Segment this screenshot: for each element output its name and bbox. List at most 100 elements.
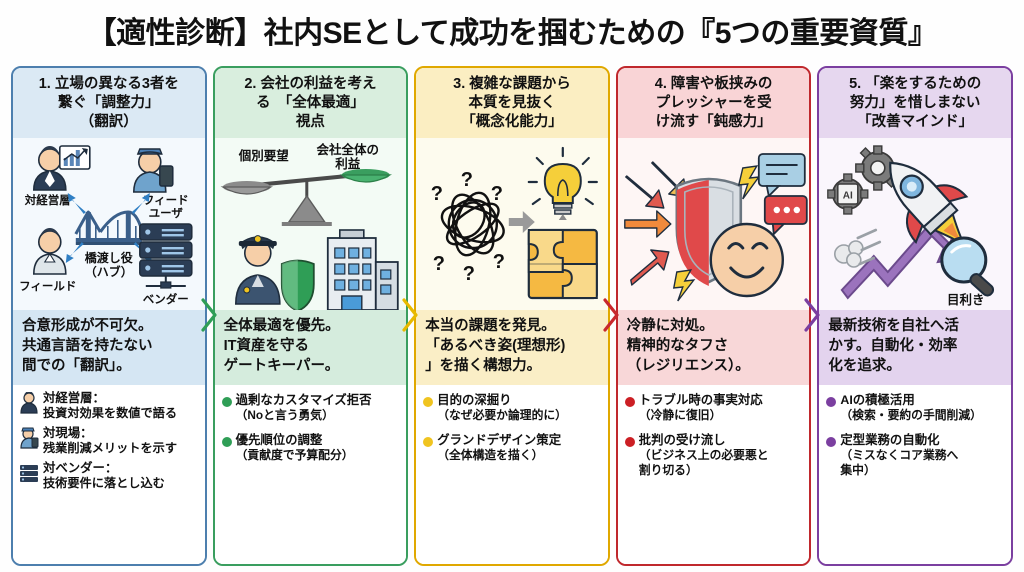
column-1-summary: 合意形成が不可欠。 共通言語を持たない 間での「翻訳」。 — [13, 310, 205, 385]
rocket-icon — [889, 162, 969, 249]
list-item[interactable]: 対現場： 残業削減メリットを示す — [19, 425, 201, 457]
list-item[interactable]: グランドデザイン策定 （全体構造を描く） — [423, 433, 603, 464]
magnifier-icon — [940, 236, 995, 297]
svg-text:AI: AI — [843, 191, 853, 202]
page-title: 【適性診断】社内SEとして成功を掴むための『5つの重要資質』 — [86, 17, 938, 50]
list-item[interactable]: 対経営層： 投資対効果を数値で語る — [19, 390, 201, 422]
question-marks-icon: ? ? ? ? ? ? — [431, 169, 505, 285]
column-5-illustration: AI — [819, 138, 1011, 311]
heading-line: 4. 障害や板挟みの — [654, 76, 773, 92]
heading-line: 努力」を惜しまない — [849, 95, 981, 112]
heading-line: 視点 — [295, 114, 325, 131]
guard-officer-icon — [234, 235, 315, 311]
heading-line: 3. 複雑な課題から — [453, 76, 571, 92]
list-item[interactable]: トラブル時の事実対応 （冷静に復旧） — [624, 392, 805, 424]
svg-text:橋渡し役: 橋渡し役 — [85, 250, 133, 265]
field-user-icon — [132, 148, 174, 194]
list-item-label: グランドデザイン策定 — [437, 432, 562, 447]
heading-line: （翻訳） — [79, 114, 138, 131]
list-item-text: 目的の深掘り （なぜ必要か論理的に） — [437, 393, 567, 424]
bullet-dot-icon — [826, 436, 837, 447]
bullet-dot-icon — [423, 436, 434, 447]
column-4-bullet-list: トラブル時の事実対応 （冷静に復旧） 批判の受け流し （ビジネス上の必要悪と 割… — [617, 384, 810, 564]
arrow-right-icon — [508, 211, 535, 234]
svg-text:フィード: フィード — [143, 194, 189, 207]
list-item-label: 定型業務の自動化 — [840, 432, 940, 447]
list-item[interactable]: 定型業務の自動化 （ミスなくコア業務へ 集中） — [826, 433, 1006, 479]
column-3-summary: 本当の課題を発見。 「あるべき姿(理想形) 」を描く構想力。 — [416, 310, 608, 385]
column-5-bullet-list: AIの積極活用 （検索・要約の手間削減） 定型業務の自動化 （ミスなくコア業務へ… — [819, 384, 1011, 564]
scribble-icon — [440, 191, 506, 257]
column-4-summary: 冷静に対処。 精神的なタフさ （レジリエンス）。 — [617, 310, 810, 385]
gear-icon-ai: AI — [827, 173, 869, 216]
list-item-sub: （Noと言う勇気） — [235, 408, 334, 423]
list-item-label: 過剰なカスタマイズ拒否 — [235, 392, 372, 407]
smoke-cloud-icon — [834, 240, 864, 269]
office-building-icon — [326, 229, 399, 311]
svg-text:フィールド: フィールド — [19, 280, 76, 293]
chevron-3-to-4 — [603, 298, 619, 332]
server-rack-icon — [19, 462, 39, 484]
list-item-text: 批判の受け流し （ビジネス上の必要悪と 割り切る） — [639, 433, 769, 479]
summary-line: ゲートキーパー。 — [223, 357, 340, 374]
list-item-label: 対ベンダー： — [43, 460, 118, 475]
summary-line: 「あるべき姿(理想形) — [425, 338, 566, 355]
lightbulb-icon — [527, 147, 599, 221]
column-1-bullet-list: 対経営層： 投資対効果を数値で語る 対現場： 残業削減メリットを示す — [13, 384, 205, 564]
svg-text:利益: 利益 — [335, 156, 361, 171]
svg-text:ユーザ: ユーザ — [149, 207, 184, 220]
columns-container: 1. 立場の異なる3者を 繋ぐ「調整力」 （翻訳） — [0, 66, 1024, 566]
list-item-label: AIの積極活用 — [840, 392, 915, 407]
speed-lines-icon — [856, 229, 882, 266]
list-item-label: トラブル時の事実対応 — [638, 392, 763, 407]
list-item[interactable]: 対ベンダー： 技術要件に落とし込む — [19, 460, 201, 492]
summary-line: 冷静に対処。 — [626, 318, 714, 335]
summary-line: IT資産を守る — [223, 338, 309, 355]
list-item-label: 対現場： — [43, 425, 93, 440]
column-1-coordination[interactable]: 1. 立場の異なる3者を 繋ぐ「調整力」 （翻訳） — [11, 66, 207, 566]
column-4-resilience[interactable]: 4. 障害や板挟みの プレッシャーを受 け流す「鈍感力」 — [615, 66, 812, 566]
column-4-heading: 4. 障害や板挟みの プレッシャーを受 け流す「鈍感力」 — [617, 68, 810, 139]
list-item-text: グランドデザイン策定 （全体構造を描く） — [437, 433, 561, 464]
list-item[interactable]: AIの積極活用 （検索・要約の手間削減） — [826, 393, 1006, 424]
column-2-overall-optimization[interactable]: 2. 会社の利益を考え る 「全体最適」 視点 個別要望 会社全体の 利益 — [212, 66, 409, 566]
svg-text:ベンダー: ベンダー — [143, 292, 189, 306]
heading-line: 本質を見抜く — [468, 95, 556, 112]
column-4-illustration — [617, 138, 810, 311]
server-icon — [139, 223, 193, 289]
summary-line: かす。自動化・効率 — [828, 338, 958, 355]
list-item-sub: （貢献度で予算配分） — [235, 448, 354, 463]
column-2-bullet-list: 過剰なカスタマイズ拒否 （Noと言う勇気） 優先順位の調整 （貢献度で予算配分） — [214, 384, 407, 564]
list-item-sub: （検索・要約の手間削減） — [840, 408, 982, 423]
list-item[interactable]: 優先順位の調整 （貢献度で予算配分） — [221, 433, 402, 464]
speech-bubble-red-icon — [763, 195, 808, 237]
svg-text:?: ? — [493, 251, 505, 273]
column-3-bullet-list: 目的の深掘り （なぜ必要か論理的に） グランドデザイン策定 （全体構造を描く） — [416, 384, 608, 564]
list-item-text: 対ベンダー： 技術要件に落とし込む — [43, 460, 165, 492]
list-item[interactable]: 批判の受け流し （ビジネス上の必要悪と 割り切る） — [624, 433, 805, 479]
summary-line: 」を描く構想力。 — [425, 357, 542, 374]
column-2-illustration: 個別要望 会社全体の 利益 — [214, 138, 407, 311]
list-item-label: 目的の深掘り — [437, 392, 512, 407]
svg-text:対経営層: 対経営層 — [24, 193, 71, 207]
column-3-conceptualization[interactable]: 3. 複雑な課題から 本質を見抜く 「概念化能力」 ? — [414, 66, 610, 566]
column-2-heading: 2. 会社の利益を考え る 「全体最適」 視点 — [214, 68, 407, 139]
column-5-improvement-mindset[interactable]: 5. 「楽をするための 努力」を惜しまない 「改善マインド」 — [817, 66, 1013, 566]
list-item-sub: 技術要件に落とし込む — [43, 475, 165, 490]
bullet-dot-icon — [624, 436, 635, 447]
smiley-face-icon — [709, 223, 784, 298]
list-item[interactable]: 目的の深掘り （なぜ必要か論理的に） — [423, 393, 603, 424]
list-item-text: 対経営層： 投資対効果を数値で語る — [43, 390, 177, 422]
column-5-summary: 最新技術を自社へ活 かす。自動化・効率 化を追求。 — [819, 310, 1011, 385]
svg-text:?: ? — [461, 169, 473, 191]
puzzle-icon — [527, 229, 599, 300]
list-item-sub: （全体構造を描く） — [437, 448, 544, 463]
column-3-heading: 3. 複雑な課題から 本質を見抜く 「概念化能力」 — [416, 68, 608, 139]
list-item-text: 定型業務の自動化 （ミスなくコア業務へ 集中） — [840, 433, 958, 479]
list-item[interactable]: 過剰なカスタマイズ拒否 （Noと言う勇気） — [221, 393, 402, 424]
list-item-text: 優先順位の調整 （貢献度で予算配分） — [236, 433, 354, 464]
executive-person-icon — [19, 391, 39, 414]
list-item-sub: （ビジネス上の必要悪と 割り切る） — [638, 448, 769, 478]
heading-line: 「概念化能力」 — [461, 114, 563, 131]
list-item-text: 過剰なカスタマイズ拒否 （Noと言う勇気） — [236, 393, 372, 424]
